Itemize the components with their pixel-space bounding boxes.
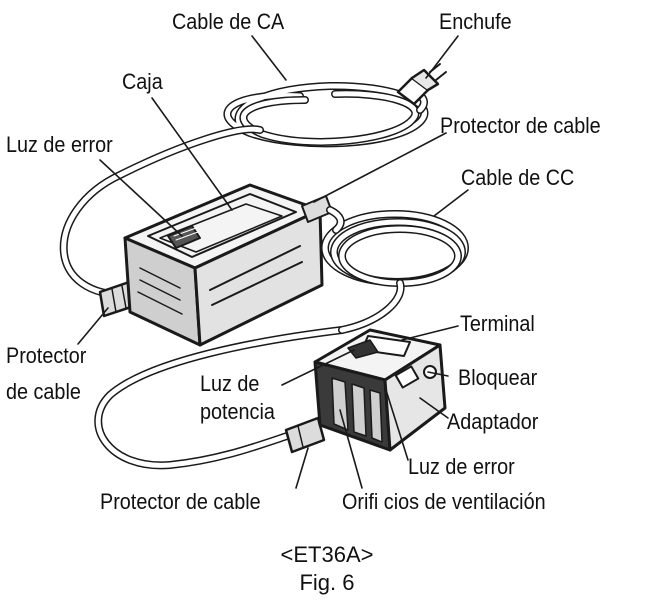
label-power-light-line2: potencia (200, 399, 275, 424)
label-cable-protector-left-line1: Protector (6, 343, 87, 368)
label-cable-protector-bottom: Protector de cable (100, 489, 261, 514)
bottom-cable-protector (284, 416, 326, 454)
label-ventilation-holes: Orifi cios de ventilación (342, 489, 546, 514)
label-box: Caja (122, 69, 163, 94)
label-error-light-top: Luz de error (6, 132, 113, 157)
label-power-light-line1: Luz de (200, 371, 260, 396)
label-error-light-bottom: Luz de error (408, 454, 515, 479)
label-cable-protector-left-line2: de cable (6, 379, 81, 404)
label-plug: Enchufe (439, 9, 512, 34)
label-cable-protector-top-right: Protector de cable (440, 113, 601, 138)
adapter (313, 328, 447, 452)
model-caption: <ET36A> (280, 542, 374, 567)
dc-cable-loop (94, 279, 405, 470)
box (123, 183, 324, 347)
dc-cable-coil (321, 206, 469, 287)
ac-cable-coil (223, 81, 429, 148)
label-lock: Bloquear (458, 365, 538, 390)
plug (396, 63, 447, 106)
label-ac-cable: Cable de CA (172, 9, 285, 34)
leader-lines (77, 35, 469, 489)
figure-caption: Fig. 6 (299, 570, 355, 595)
label-adapter: Adaptador (447, 409, 539, 434)
error-light-box (167, 225, 201, 249)
label-dc-cable: Cable de CC (461, 165, 575, 190)
ac-cable-loop (59, 125, 264, 300)
label-terminal: Terminal (460, 311, 535, 336)
